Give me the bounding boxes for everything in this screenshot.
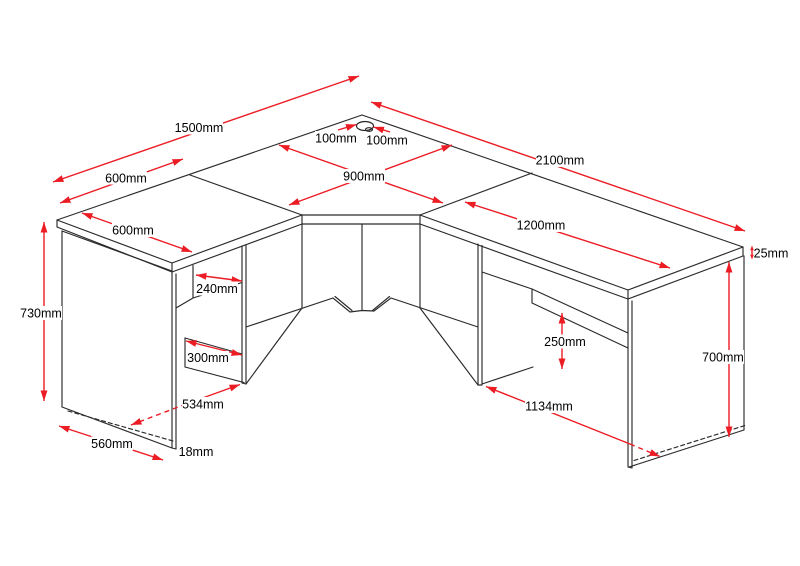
svg-text:18mm: 18mm bbox=[179, 445, 214, 459]
dim-label-1500: 1500mm bbox=[175, 120, 224, 135]
dim-arrow-300 bbox=[185, 340, 243, 356]
svg-text:560mm: 560mm bbox=[91, 437, 133, 451]
svg-text:700mm: 700mm bbox=[702, 350, 744, 364]
dim-arrow-100-right bbox=[373, 126, 391, 134]
dim-label-900: 900mm bbox=[343, 169, 385, 183]
dim-label-25: 25mm bbox=[754, 246, 789, 260]
svg-text:534mm: 534mm bbox=[182, 397, 224, 411]
cable-grommet bbox=[355, 120, 375, 132]
desk-line-art bbox=[56, 114, 746, 469]
svg-text:730mm: 730mm bbox=[20, 306, 62, 320]
dim-label-600-outer: 600mm bbox=[105, 171, 147, 185]
svg-text:600mm: 600mm bbox=[112, 223, 154, 237]
dim-label-240: 240mm bbox=[196, 281, 238, 296]
dim-arrow-240 bbox=[195, 272, 243, 284]
dim-label-534: 534mm bbox=[182, 397, 224, 411]
svg-text:2100mm: 2100mm bbox=[536, 153, 585, 167]
dim-label-1200: 1200mm bbox=[517, 218, 566, 232]
svg-text:25mm: 25mm bbox=[754, 246, 789, 260]
dim-label-2100: 2100mm bbox=[536, 153, 585, 167]
svg-text:100mm: 100mm bbox=[315, 131, 357, 145]
dim-arrow-1134-dashed bbox=[629, 443, 661, 458]
dim-label-100-right: 100mm bbox=[366, 133, 408, 147]
corner-support-panels bbox=[245, 214, 479, 386]
dim-label-560: 560mm bbox=[91, 436, 133, 451]
dim-label-250: 250mm bbox=[544, 334, 586, 349]
dim-label-730: 730mm bbox=[20, 306, 62, 320]
hidden-edges bbox=[67, 410, 746, 462]
svg-text:250mm: 250mm bbox=[544, 335, 586, 349]
dim-label-100-left: 100mm bbox=[315, 131, 357, 145]
dim-arrow-534-dashed bbox=[130, 403, 187, 426]
dim-label-300: 300mm bbox=[187, 351, 229, 365]
dim-label-1134: 1134mm bbox=[525, 399, 573, 413]
svg-text:300mm: 300mm bbox=[187, 351, 229, 365]
svg-text:1500mm: 1500mm bbox=[175, 121, 224, 135]
svg-text:600mm: 600mm bbox=[105, 171, 147, 185]
dimension-labels: 1500mm 600mm 600mm 100mm 100mm 900mm 210… bbox=[20, 120, 789, 459]
right-pedestal bbox=[477, 243, 629, 386]
right-side-panel bbox=[627, 255, 745, 469]
svg-text:900mm: 900mm bbox=[343, 169, 385, 183]
dim-arrow-1200 bbox=[464, 201, 671, 269]
dim-arrow-25 bbox=[750, 245, 754, 260]
dim-label-600-surface: 600mm bbox=[112, 223, 154, 237]
dim-label-18: 18mm bbox=[179, 444, 214, 459]
svg-text:100mm: 100mm bbox=[366, 133, 408, 147]
left-side-panel bbox=[61, 230, 177, 450]
svg-text:1134mm: 1134mm bbox=[525, 399, 573, 413]
svg-text:1200mm: 1200mm bbox=[517, 218, 566, 232]
dim-arrow-1134-solid bbox=[485, 385, 631, 445]
dim-arrow-100-left bbox=[337, 123, 357, 131]
dim-label-700: 700mm bbox=[702, 350, 744, 364]
svg-text:240mm: 240mm bbox=[196, 282, 238, 296]
